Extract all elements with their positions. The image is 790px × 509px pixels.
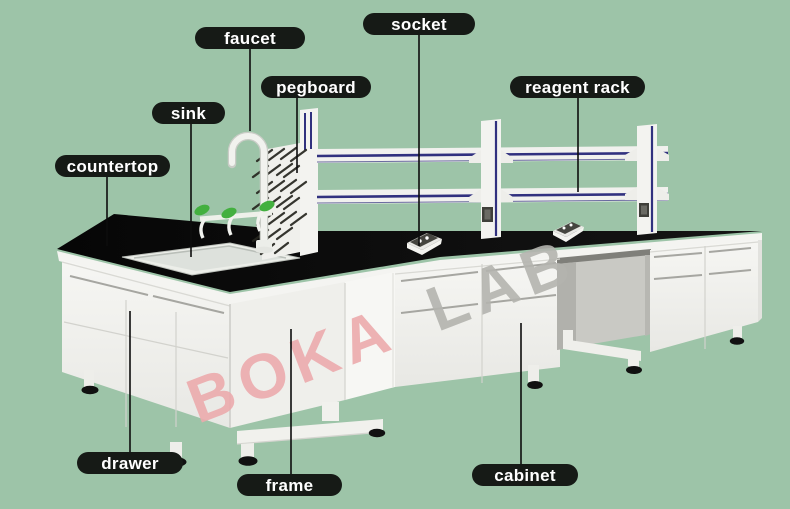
door-seams bbox=[63, 246, 706, 427]
label-faucet: faucet bbox=[195, 27, 305, 49]
leader-lines bbox=[106, 35, 579, 474]
reagent-rack-illustration bbox=[316, 119, 669, 239]
frame-illustration bbox=[236, 330, 642, 466]
faucet-illustration bbox=[194, 131, 275, 254]
green-handles bbox=[194, 200, 275, 219]
countertop-surface bbox=[57, 214, 762, 292]
label-reagent-rack: reagent rack bbox=[510, 76, 645, 98]
label-pegboard: pegboard bbox=[261, 76, 371, 98]
socket-illustration-1 bbox=[407, 233, 442, 255]
label-frame: frame bbox=[237, 474, 342, 496]
label-socket: socket bbox=[363, 13, 475, 35]
label-sink: sink bbox=[152, 102, 225, 124]
knee-space bbox=[557, 249, 651, 350]
cabinet-illustration bbox=[57, 233, 762, 467]
drawer-handles bbox=[69, 247, 752, 314]
socket-illustration-2 bbox=[553, 222, 584, 242]
label-countertop: countertop bbox=[55, 155, 170, 177]
label-cabinet: cabinet bbox=[472, 464, 578, 486]
label-drawer: drawer bbox=[77, 452, 183, 474]
